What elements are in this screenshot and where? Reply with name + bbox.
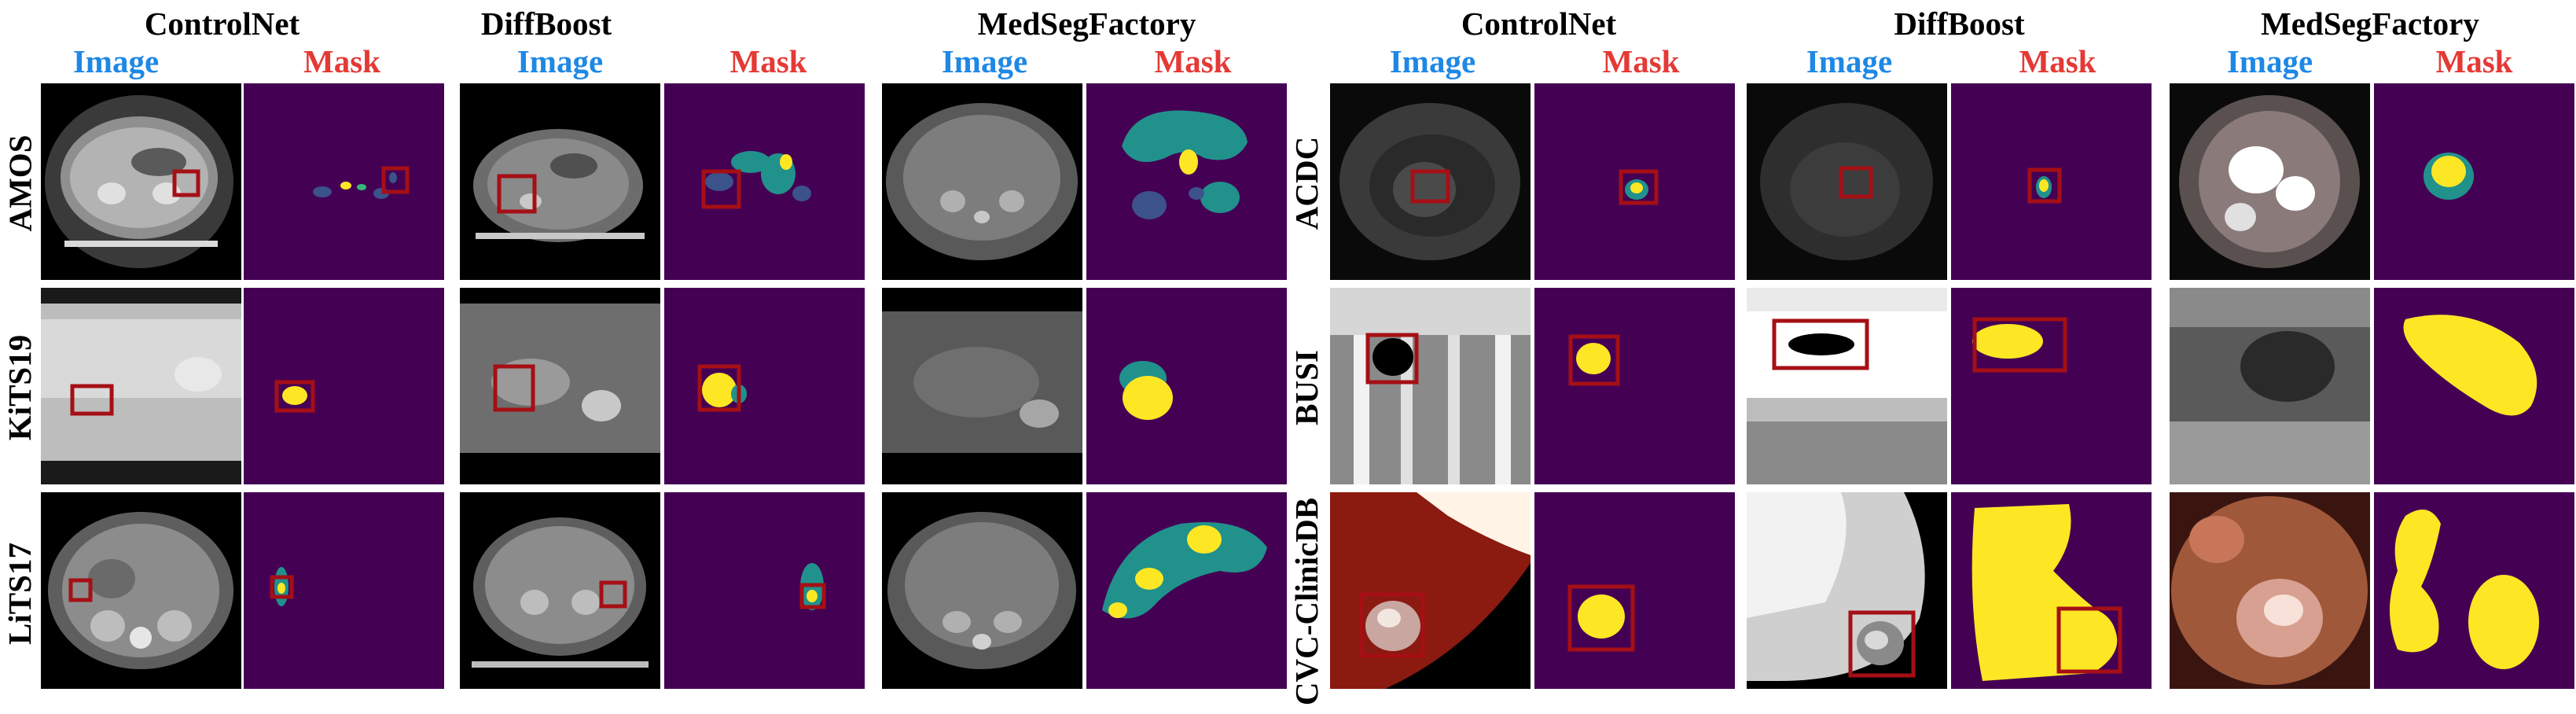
- image-controlnet-lits17: [41, 492, 241, 689]
- mask-diffboost-busi: [1951, 288, 2152, 484]
- mask-label: Mask: [303, 43, 380, 79]
- image-label: Image: [1806, 43, 1893, 79]
- mask-medsegfactory-kits19: [1086, 288, 1287, 484]
- mask-label: Mask: [2435, 43, 2513, 79]
- method-title-medsegfactory-right: MedSegFactory: [2261, 6, 2479, 42]
- mask-medsegfactory-busi: [2374, 288, 2574, 484]
- row-label-lits17: LiTS17: [2, 543, 39, 645]
- image-label: Image: [2226, 43, 2313, 79]
- mask-label: Mask: [729, 43, 807, 79]
- mask-diffboost-amos: [664, 83, 865, 280]
- mask-diffboost-kits19: [664, 288, 865, 484]
- mask-controlnet-cvc-clinicdb: [1534, 492, 1735, 689]
- image-medsegfactory-lits17: [882, 492, 1082, 689]
- mask-diffboost-lits17: [664, 492, 865, 689]
- row-label-amos: AMOS: [2, 134, 38, 231]
- mask-label: Mask: [1602, 43, 1680, 79]
- mask-medsegfactory-amos: [1086, 83, 1287, 280]
- image-medsegfactory-cvc-clinicdb: [2170, 492, 2370, 689]
- image-diffboost-kits19: [460, 288, 660, 484]
- image-medsegfactory-amos: [882, 83, 1082, 280]
- image-diffboost-acdc: [1747, 83, 1947, 280]
- mask-medsegfactory-cvc-clinicdb: [2374, 492, 2574, 689]
- image-medsegfactory-busi: [2170, 288, 2370, 484]
- method-title-controlnet-left: ControlNet: [144, 6, 300, 42]
- method-title-controlnet-right: ControlNet: [1461, 6, 1617, 42]
- mask-diffboost-acdc: [1951, 83, 2152, 280]
- image-diffboost-lits17: [460, 492, 660, 689]
- image-diffboost-busi: [1747, 288, 1947, 484]
- mask-medsegfactory-acdc: [2374, 83, 2574, 280]
- image-controlnet-cvc-clinicdb: [1330, 492, 1531, 689]
- image-controlnet-amos: [41, 83, 241, 280]
- image-label: Image: [1389, 43, 1476, 79]
- method-title-medsegfactory-left: MedSegFactory: [977, 6, 1196, 42]
- image-label: Image: [72, 43, 160, 79]
- mask-label: Mask: [2019, 43, 2096, 79]
- image-diffboost-cvc-clinicdb: [1747, 492, 1947, 689]
- row-label-kits19: KiTS19: [2, 334, 38, 440]
- row-label-busi: BUSI: [1288, 349, 1325, 425]
- method-title-diffboost-right: DiffBoost: [1894, 6, 2025, 42]
- image-diffboost-amos: [460, 83, 660, 280]
- image-label: Image: [516, 43, 604, 79]
- row-label-cvc-clinicdb: CVC-ClinicDB: [1288, 497, 1325, 706]
- method-title-diffboost-left: DiffBoost: [480, 6, 612, 42]
- mask-controlnet-acdc: [1534, 83, 1735, 280]
- image-medsegfactory-kits19: [882, 288, 1082, 484]
- image-label: Image: [941, 43, 1028, 79]
- mask-diffboost-cvc-clinicdb: [1951, 492, 2152, 689]
- mask-controlnet-kits19: [244, 288, 444, 484]
- mask-controlnet-busi: [1534, 288, 1735, 484]
- image-controlnet-kits19: [41, 288, 241, 484]
- image-controlnet-busi: [1330, 288, 1531, 484]
- mask-controlnet-amos: [244, 83, 444, 280]
- mask-controlnet-lits17: [244, 492, 444, 689]
- image-controlnet-acdc: [1330, 83, 1531, 280]
- image-medsegfactory-acdc: [2170, 83, 2370, 280]
- row-label-acdc: ACDC: [1288, 136, 1325, 230]
- mask-label: Mask: [1154, 43, 1232, 79]
- mask-medsegfactory-lits17: [1086, 492, 1287, 689]
